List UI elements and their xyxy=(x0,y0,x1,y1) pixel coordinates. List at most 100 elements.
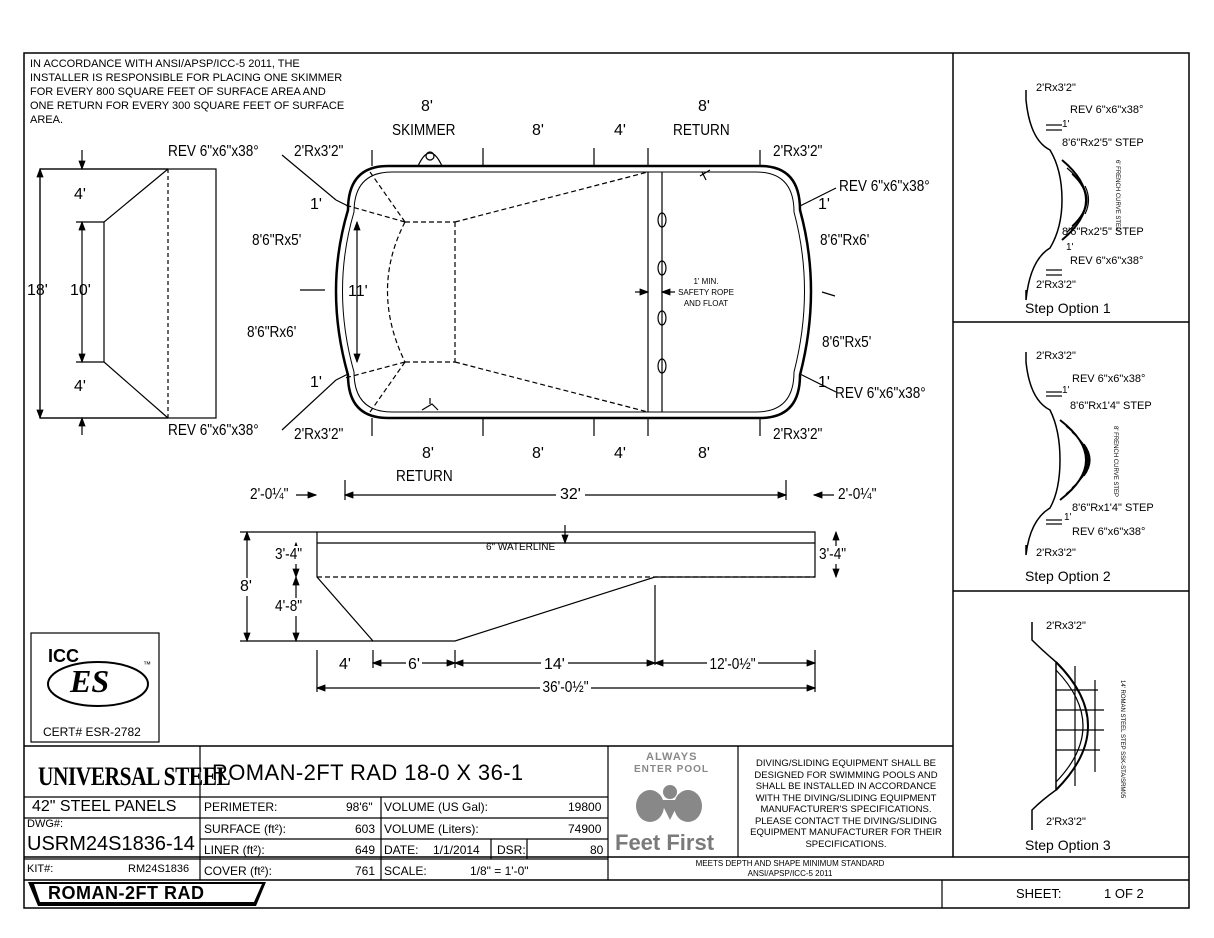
dsr-label: DSR: xyxy=(497,843,526,857)
opt3-rad-bot: 2'Rx3'2" xyxy=(1046,816,1086,828)
shallow-left: 3'-4" xyxy=(275,546,303,564)
return-top-label: RETURN xyxy=(673,122,730,139)
vol-l-label: VOLUME (Liters): xyxy=(384,822,479,836)
one-bottom-right: 1' xyxy=(818,374,830,391)
opt1-one-bot: 1' xyxy=(1066,242,1074,253)
kit-label: KIT#: xyxy=(27,863,54,875)
es-logo: ES xyxy=(70,663,110,699)
opt2-step-bot: 8'6"Rx1'4" STEP xyxy=(1072,502,1154,514)
perimeter-value: 98'6" xyxy=(346,800,373,814)
section-total: 36'-0½" xyxy=(540,679,592,697)
cover-value: 761 xyxy=(355,864,376,878)
one-bottom-left: 1' xyxy=(310,374,322,391)
radius-right-lower: 8'6"Rx5' xyxy=(822,334,872,351)
shallow-right: 3'-4" xyxy=(819,546,847,564)
opt1-curve: 6' FRENCH CURVE STEP xyxy=(1114,160,1120,232)
model-badge-label: ROMAN-2FT RAD xyxy=(48,883,205,903)
vol-l-value: 74900 xyxy=(568,822,602,836)
end-left-dim: 2'-0¼" xyxy=(250,486,289,503)
sheet-border xyxy=(23,52,1190,909)
date-label: DATE: xyxy=(384,843,419,857)
installer-note: IN ACCORDANCE WITH ANSI/APSP/ICC-5 2011,… xyxy=(30,58,345,126)
opt1-step-top: 8'6"Rx2'5" STEP xyxy=(1062,137,1144,149)
plan-8-skimmer: 8' xyxy=(421,98,433,115)
safety-rope-note: 1' MIN. SAFETY ROPE AND FLOAT xyxy=(678,277,734,308)
rev-top-right: REV 6"x6"x38° xyxy=(839,178,930,195)
meets-note: MEETS DEPTH AND SHAPE MINIMUM STANDARD A… xyxy=(695,859,885,878)
vol-gal-label: VOLUME (US Gal): xyxy=(384,800,489,814)
radius-right-upper: 8'6"Rx6' xyxy=(820,232,870,249)
feet-first-text: Feet First xyxy=(615,830,715,855)
opt1-title: Step Option 1 xyxy=(1025,300,1111,316)
date-value: 1/1/2014 xyxy=(433,843,480,857)
eleven-label: 11' xyxy=(348,283,368,300)
scale-label: SCALE: xyxy=(384,864,427,878)
opt3-title: Step Option 3 xyxy=(1025,837,1111,853)
one-top-left: 1' xyxy=(310,196,322,213)
brand-logo: UNIVERSAL STEEL xyxy=(38,762,231,791)
end-right-dim: 2'-0¼" xyxy=(838,486,877,503)
vol-gal-value: 19800 xyxy=(568,800,602,814)
rev-top-left: REV 6"x6"x38° xyxy=(168,143,259,160)
icc-logo-top: ICC xyxy=(48,646,79,666)
opt1-one-top: 1' xyxy=(1062,119,1070,130)
sheet-label: SHEET: xyxy=(1016,886,1062,901)
end-bottom-label: 4' xyxy=(74,378,86,395)
plan-bottom-8b: 8' xyxy=(532,445,544,462)
dwg-label: DWG#: xyxy=(27,818,64,830)
sheet-number: 1 OF 2 xyxy=(1104,886,1144,901)
plan-8-return: 8' xyxy=(698,98,710,115)
feet-icon xyxy=(630,780,710,826)
liner-value: 649 xyxy=(355,843,376,857)
rev-bottom-right: REV 6"x6"x38° xyxy=(835,385,926,402)
opt1-step-bot: 8'6"Rx2'5" STEP xyxy=(1062,226,1144,238)
opt1-rad-top: 2'Rx3'2" xyxy=(1036,82,1076,94)
section-dim-12: 12'-0½" xyxy=(707,656,759,674)
kit-number: RM24S1836 xyxy=(128,863,190,875)
es-trademark: ™ xyxy=(143,660,151,669)
opt2-curve: 8' FRENCH CURVE STEP xyxy=(1112,426,1118,498)
scale-value: 1/8" = 1'-0" xyxy=(470,864,529,878)
end-inner-label: 10' xyxy=(70,282,91,299)
rad-top-right: 2'Rx3'2" xyxy=(773,143,823,160)
return-bottom-label: RETURN xyxy=(396,468,453,485)
rad-bottom-right: 2'Rx3'2" xyxy=(773,426,823,443)
waterline-label: 6" WATERLINE xyxy=(486,542,556,553)
opt2-one-bot: 1' xyxy=(1064,512,1072,523)
plan-top-8: 8' xyxy=(532,122,544,139)
opt2-step-top: 8'6"Rx1'4" STEP xyxy=(1070,400,1152,412)
opt2-one-top: 1' xyxy=(1062,385,1070,396)
section-dim-6: 6' xyxy=(406,656,422,674)
plan-bottom-8c: 8' xyxy=(698,445,710,462)
opt1-rev-top: REV 6"x6"x38° xyxy=(1070,104,1144,116)
plan-bottom-4: 4' xyxy=(614,445,626,462)
end-width-label: 18' xyxy=(27,282,48,299)
deep-total: 8' xyxy=(240,578,252,596)
diving-note: DIVING/SLIDING EQUIPMENT SHALL BE DESIGN… xyxy=(750,758,942,850)
always-text: ALWAYS xyxy=(646,751,698,763)
radius-left-lower: 8'6"Rx6' xyxy=(247,324,297,341)
opt2-rad-top: 2'Rx3'2" xyxy=(1036,350,1076,362)
surface-value: 603 xyxy=(355,822,376,836)
one-top-right: 1' xyxy=(818,196,830,213)
rad-top-left: 2'Rx3'2" xyxy=(294,143,344,160)
opt1-rev-bot: REV 6"x6"x38° xyxy=(1070,255,1144,267)
rev-bottom-left: REV 6"x6"x38° xyxy=(168,422,259,439)
opt2-rev-bot: REV 6"x6"x38° xyxy=(1072,526,1146,538)
rad-bottom-left: 2'Rx3'2" xyxy=(294,426,344,443)
end-top-label: 4' xyxy=(74,186,86,203)
opt3-curve: 14' ROMAN STEEL STEP SSK-STA/SRM05 xyxy=(1119,680,1125,799)
perimeter-label: PERIMETER: xyxy=(204,800,278,814)
radius-left-upper: 8'6"Rx5' xyxy=(252,232,302,249)
deep-partial: 4'-8" xyxy=(275,598,303,616)
liner-label: LINER (ft²): xyxy=(204,843,265,857)
opt2-title: Step Option 2 xyxy=(1025,568,1111,584)
enter-pool-text: ENTER POOL xyxy=(634,764,710,775)
opt2-rad-bot: 2'Rx3'2" xyxy=(1036,547,1076,559)
section-dim-14: 14' xyxy=(541,656,568,674)
skimmer-label: SKIMMER xyxy=(392,122,456,139)
cover-label: COVER (ft²): xyxy=(204,864,272,878)
plan-bottom-8a: 8' xyxy=(422,445,434,462)
